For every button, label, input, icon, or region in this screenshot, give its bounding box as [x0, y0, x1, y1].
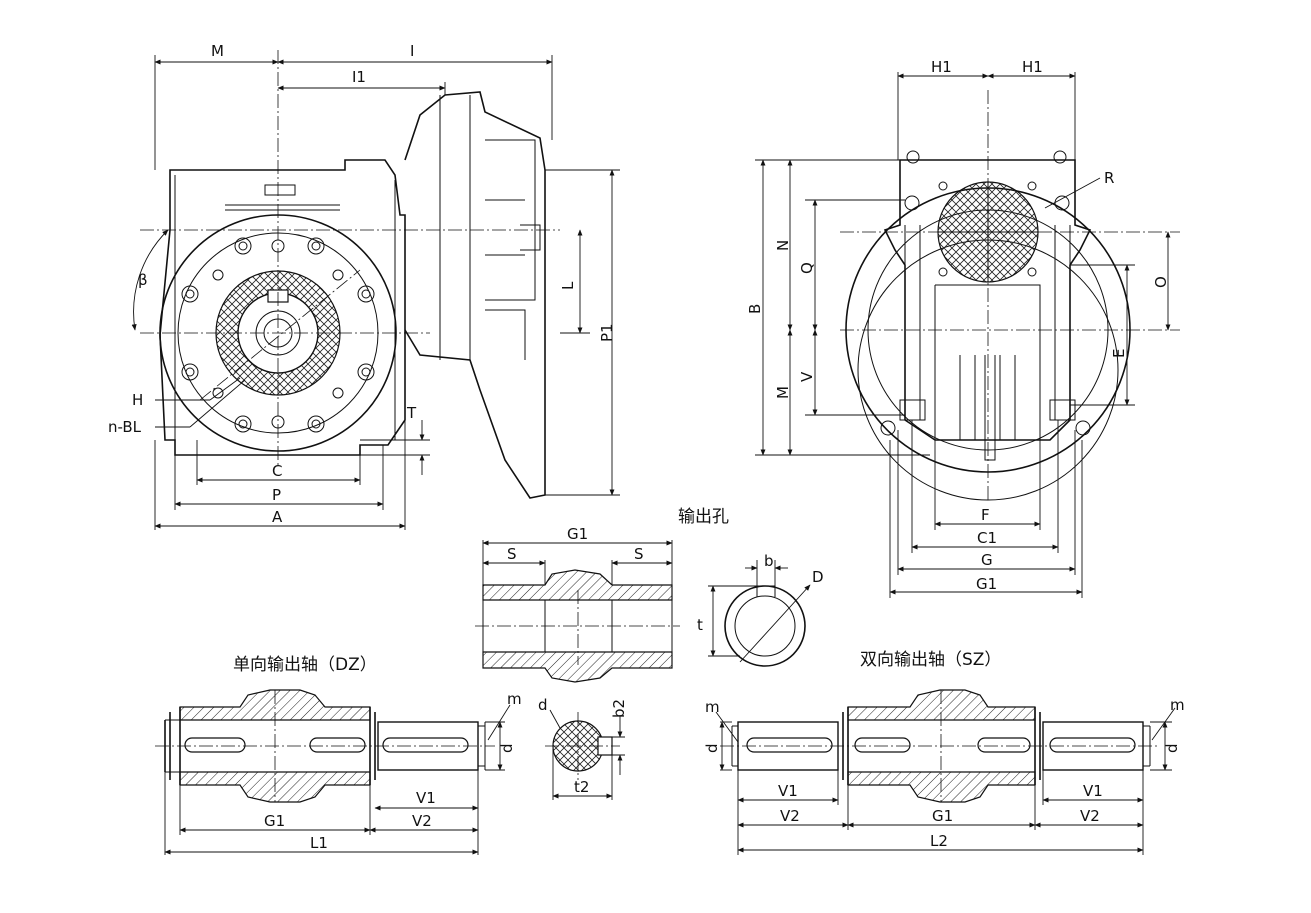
label-R: R [1104, 169, 1114, 187]
label-V2-double-right: V2 [1080, 807, 1100, 825]
label-m-single: m [507, 690, 522, 708]
label-A: A [272, 508, 283, 526]
double-shaft-title: 双向输出轴（SZ） [860, 650, 1001, 670]
label-V1-single: V1 [416, 789, 436, 807]
label-I1: I1 [352, 68, 366, 86]
label-Q: Q [798, 262, 816, 274]
single-shaft-title: 单向输出轴（DZ） [233, 655, 377, 675]
label-E: E [1110, 349, 1128, 358]
label-V1-double-right: V1 [1083, 782, 1103, 800]
label-L: L [559, 281, 577, 290]
label-V1-double-left: V1 [778, 782, 798, 800]
label-C: C [272, 462, 282, 480]
label-nBL: n-BL [108, 418, 142, 436]
side-view [755, 72, 1180, 598]
label-S-left: S [507, 545, 517, 563]
label-m-double-right: m [1170, 696, 1185, 714]
label-G: G [981, 551, 993, 569]
label-d-single: d [498, 743, 516, 753]
label-T: T [406, 404, 417, 422]
label-d-double-left: d [703, 743, 721, 753]
label-d-double-right: d [1163, 743, 1181, 753]
label-d-section: d [538, 696, 548, 714]
label-L1: L1 [310, 834, 328, 852]
label-V: V [798, 371, 816, 382]
double-shaft-view [715, 689, 1176, 855]
label-D: D [812, 568, 824, 586]
label-C1: C1 [977, 529, 997, 547]
label-G1-hole: G1 [567, 525, 588, 543]
label-G1-single: G1 [264, 812, 285, 830]
output-hole-title: 输出孔 [678, 507, 729, 527]
label-M-side: M [774, 386, 792, 399]
label-B: B [746, 304, 764, 314]
label-V2-single: V2 [412, 812, 432, 830]
single-shaft-view [155, 689, 625, 855]
label-P: P [272, 486, 281, 504]
label-m-double-left: m [705, 698, 720, 716]
labels: 输出孔 单向输出轴（DZ） 双向输出轴（SZ） M I I1 β H n-BL … [108, 42, 1185, 852]
label-L2: L2 [930, 832, 948, 850]
label-b: b [764, 552, 774, 570]
label-H: H [132, 391, 143, 409]
label-N: N [774, 240, 792, 251]
label-S-right: S [634, 545, 644, 563]
label-G1-double: G1 [932, 807, 953, 825]
label-V2-double-left: V2 [780, 807, 800, 825]
label-F: F [981, 506, 990, 524]
label-b2: b2 [610, 699, 628, 718]
label-M-top: M [211, 42, 224, 60]
label-H1-left: H1 [931, 58, 952, 76]
label-H1-right: H1 [1022, 58, 1043, 76]
label-O: O [1152, 276, 1170, 288]
label-P1: P1 [598, 323, 616, 342]
front-view [131, 50, 620, 530]
label-beta: β [138, 271, 148, 289]
label-G1-side: G1 [976, 575, 997, 593]
label-I: I [410, 42, 414, 60]
label-t: t [697, 616, 703, 634]
label-t2: t2 [574, 778, 589, 796]
output-hole-view [475, 540, 811, 683]
